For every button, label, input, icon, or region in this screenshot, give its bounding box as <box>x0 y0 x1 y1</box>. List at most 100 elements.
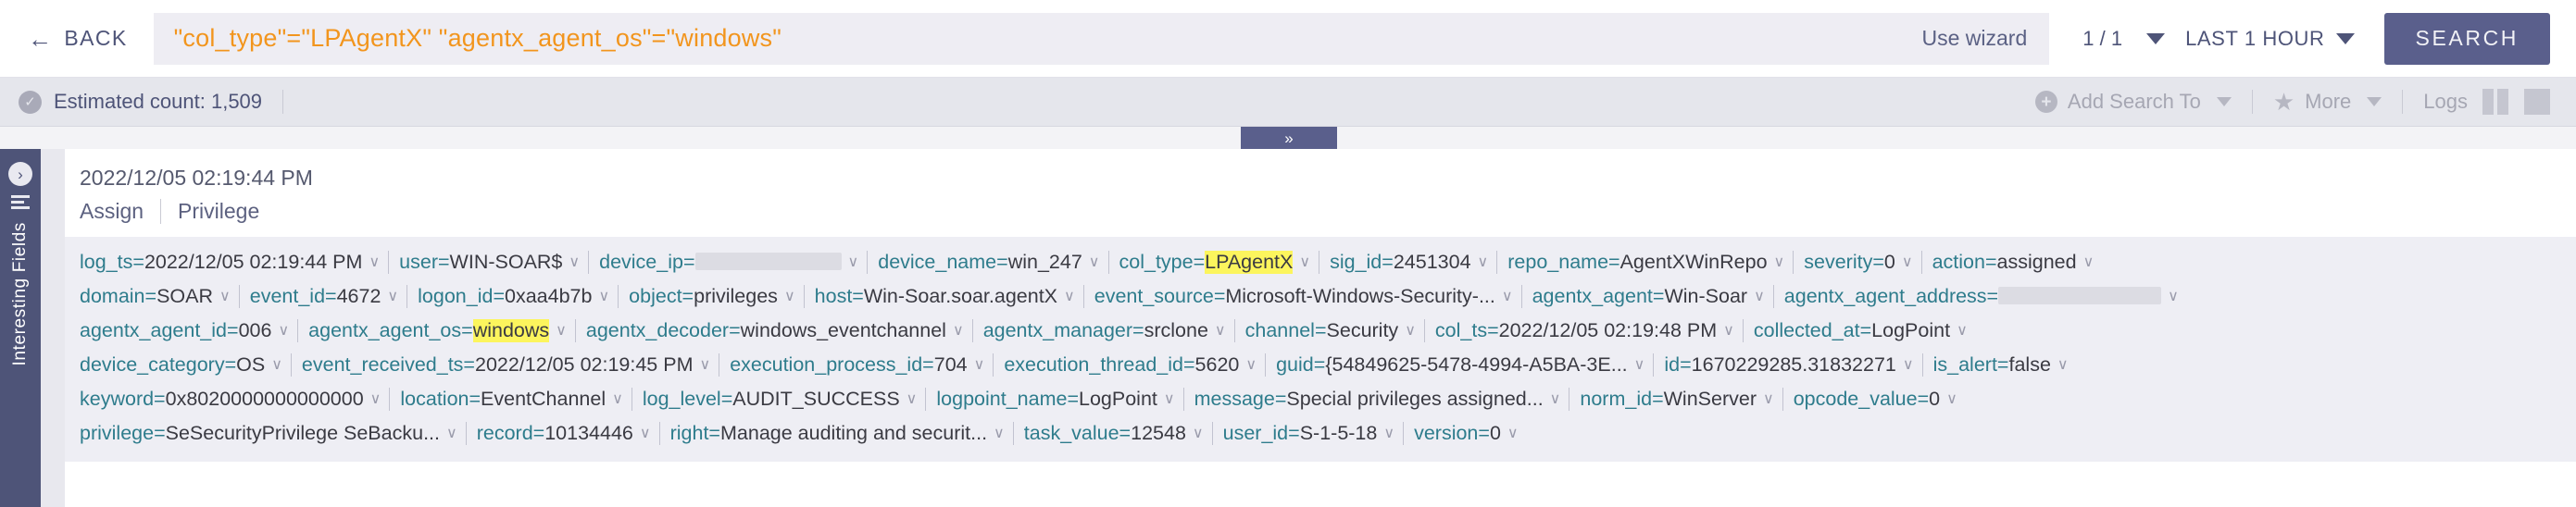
log-tag-privilege[interactable]: Privilege <box>160 199 276 224</box>
time-range-selector[interactable]: LAST 1 HOUR <box>2185 26 2325 50</box>
use-wizard-button[interactable]: Use wizard <box>1899 12 2050 65</box>
log-field-device_name[interactable]: device_name=win_247∨ <box>867 251 1107 274</box>
log-field-sig_id[interactable]: sig_id=2451304∨ <box>1319 251 1496 274</box>
log-field-user[interactable]: user=WIN-SOAR$∨ <box>388 251 588 274</box>
page-chevron-down-icon[interactable] <box>2146 32 2166 44</box>
chevron-down-icon[interactable]: ∨ <box>1299 254 1311 270</box>
log-field-is_alert[interactable]: is_alert=false∨ <box>1921 353 2077 377</box>
chevron-down-icon[interactable]: ∨ <box>369 254 381 270</box>
log-field-event_received_ts[interactable]: event_received_ts=2022/12/05 02:19:45 PM… <box>290 353 719 377</box>
log-field-agentx_decoder[interactable]: agentx_decoder=windows_eventchannel∨ <box>574 319 972 342</box>
chevron-right-circle-icon[interactable]: › <box>8 162 32 186</box>
chevron-down-icon[interactable]: ∨ <box>598 289 610 304</box>
chevron-down-icon[interactable]: ∨ <box>219 289 231 304</box>
log-field-col_ts[interactable]: col_ts=2022/12/05 02:19:48 PM∨ <box>1423 319 1743 342</box>
log-field-col_type[interactable]: col_type=LPAgentX∨ <box>1107 251 1319 274</box>
chevron-down-icon[interactable]: ∨ <box>556 323 567 339</box>
chevron-down-icon[interactable]: ∨ <box>1501 289 1513 304</box>
chevron-down-icon[interactable]: ∨ <box>612 391 623 407</box>
search-query-input[interactable]: "col_type"="LPAgentX" "agentx_agent_os"=… <box>153 12 1900 65</box>
log-field-task_value[interactable]: task_value=12548∨ <box>1012 422 1212 445</box>
chevron-down-icon[interactable]: ∨ <box>1192 426 1204 441</box>
interesting-fields-sidebar[interactable]: › Interesting Fields <box>0 149 41 507</box>
log-field-agentx_manager[interactable]: agentx_manager=srclone∨ <box>971 319 1234 342</box>
log-field-device_category[interactable]: device_category=OS∨ <box>80 353 291 377</box>
log-field-channel[interactable]: channel=Security∨ <box>1233 319 1424 342</box>
chevron-down-icon[interactable]: ∨ <box>783 289 795 304</box>
chevron-down-icon[interactable]: ∨ <box>1754 289 1765 304</box>
log-field-execution_process_id[interactable]: execution_process_id=704∨ <box>719 353 993 377</box>
log-field-action[interactable]: action=assigned∨ <box>1920 251 2103 274</box>
add-search-to-button[interactable]: + Add Search To <box>2034 90 2232 114</box>
chevron-down-icon[interactable]: ∨ <box>369 391 381 407</box>
log-field-id[interactable]: id=1670229285.31832271∨ <box>1653 353 1921 377</box>
chevron-down-icon[interactable]: ∨ <box>906 391 918 407</box>
chevron-down-icon[interactable]: ∨ <box>1902 357 1914 373</box>
log-field-version[interactable]: version=0∨ <box>1403 422 1527 445</box>
search-button[interactable]: SEARCH <box>2383 12 2550 65</box>
chevron-down-icon[interactable]: ∨ <box>639 426 651 441</box>
chevron-down-icon[interactable]: ∨ <box>1163 391 1175 407</box>
chevron-double-down-icon[interactable]: » <box>1241 127 1337 149</box>
log-field-collected_at[interactable]: collected_at=LogPoint∨ <box>1742 319 1976 342</box>
log-field-opcode_value[interactable]: opcode_value=0∨ <box>1782 388 1966 411</box>
log-field-keyword[interactable]: keyword=0x8020000000000000∨ <box>80 388 389 411</box>
log-field-agentx_agent_id[interactable]: agentx_agent_id=006∨ <box>80 319 297 342</box>
log-field-guid[interactable]: guid={54849625-5478-4994-A5BA-3E...∨ <box>1265 353 1653 377</box>
chevron-down-icon[interactable]: ∨ <box>1064 289 1075 304</box>
log-field-event_source[interactable]: event_source=Microsoft-Windows-Security-… <box>1082 285 1521 308</box>
chevron-down-icon[interactable]: ∨ <box>1088 254 1100 270</box>
log-field-user_id[interactable]: user_id=S-1-5-18∨ <box>1211 422 1403 445</box>
chevron-down-icon[interactable]: ∨ <box>952 323 964 339</box>
log-tag-assign[interactable]: Assign <box>80 199 144 223</box>
log-field-privilege[interactable]: privilege=SeSecurityPrivilege SeBacku...… <box>80 422 466 445</box>
chevron-down-icon[interactable]: ∨ <box>278 323 290 339</box>
log-field-object[interactable]: object=privileges∨ <box>618 285 803 308</box>
more-button[interactable]: ★ More <box>2273 90 2382 114</box>
split-view-icon[interactable] <box>2482 89 2508 115</box>
chevron-down-icon[interactable]: ∨ <box>1762 391 1774 407</box>
back-button[interactable]: ← BACK <box>28 26 154 51</box>
log-field-log_level[interactable]: log_level=AUDIT_SUCCESS∨ <box>631 388 926 411</box>
log-field-logon_id[interactable]: logon_id=0xaa4b7b∨ <box>406 285 618 308</box>
chevron-down-icon[interactable]: ∨ <box>1405 323 1416 339</box>
log-field-execution_thread_id[interactable]: execution_thread_id=5620∨ <box>993 353 1265 377</box>
log-field-severity[interactable]: severity=0∨ <box>1793 251 1920 274</box>
chevron-down-icon[interactable]: ∨ <box>1383 426 1395 441</box>
chevron-down-icon[interactable]: ∨ <box>1477 254 1489 270</box>
log-field-agentx_agent_address[interactable]: agentx_agent_address=∨ <box>1772 285 2187 308</box>
log-field-message[interactable]: message=Special privileges assigned...∨ <box>1182 388 1569 411</box>
log-field-agentx_agent[interactable]: agentx_agent=Win-Soar∨ <box>1520 285 1773 308</box>
chevron-down-icon[interactable]: ∨ <box>446 426 457 441</box>
log-field-event_id[interactable]: event_id=4672∨ <box>238 285 406 308</box>
chevron-down-icon[interactable]: ∨ <box>2168 289 2179 304</box>
log-field-norm_id[interactable]: norm_id=WinServer∨ <box>1569 388 1782 411</box>
chevron-down-icon[interactable]: ∨ <box>569 254 581 270</box>
log-field-logpoint_name[interactable]: logpoint_name=LogPoint∨ <box>925 388 1182 411</box>
chevron-down-icon[interactable]: ∨ <box>271 357 282 373</box>
full-view-icon[interactable] <box>2524 89 2550 115</box>
chevron-down-icon[interactable]: ∨ <box>973 357 985 373</box>
chevron-down-icon[interactable]: ∨ <box>1946 391 1957 407</box>
chevron-down-icon[interactable]: ∨ <box>1957 323 1968 339</box>
log-field-location[interactable]: location=EventChannel∨ <box>389 388 631 411</box>
log-field-log_ts[interactable]: log_ts=2022/12/05 02:19:44 PM∨ <box>80 251 388 274</box>
chevron-down-icon[interactable]: ∨ <box>1901 254 1913 270</box>
log-field-device_ip[interactable]: device_ip=∨ <box>588 251 867 274</box>
log-field-agentx_agent_os[interactable]: agentx_agent_os=windows∨ <box>297 319 575 342</box>
chevron-down-icon[interactable]: ∨ <box>1633 357 1645 373</box>
chevron-down-icon[interactable]: ∨ <box>387 289 399 304</box>
chevron-down-icon[interactable]: ∨ <box>2082 254 2095 270</box>
chevron-down-icon[interactable]: ∨ <box>1507 426 1519 441</box>
log-field-record[interactable]: record=10134446∨ <box>465 422 659 445</box>
chevron-down-icon[interactable]: ∨ <box>1773 254 1785 270</box>
chevron-down-icon[interactable]: ∨ <box>1245 357 1257 373</box>
chevron-down-icon[interactable]: ∨ <box>1549 391 1561 407</box>
time-range-chevron-down-icon[interactable] <box>2335 32 2355 44</box>
log-field-repo_name[interactable]: repo_name=AgentXWinRepo∨ <box>1496 251 1793 274</box>
chevron-down-icon[interactable]: ∨ <box>1214 323 1226 339</box>
chevron-down-icon[interactable]: ∨ <box>847 254 859 270</box>
chevron-down-icon[interactable]: ∨ <box>1723 323 1734 339</box>
chevron-down-icon[interactable]: ∨ <box>2057 357 2069 373</box>
log-field-right[interactable]: right=Manage auditing and securit...∨ <box>658 422 1013 445</box>
